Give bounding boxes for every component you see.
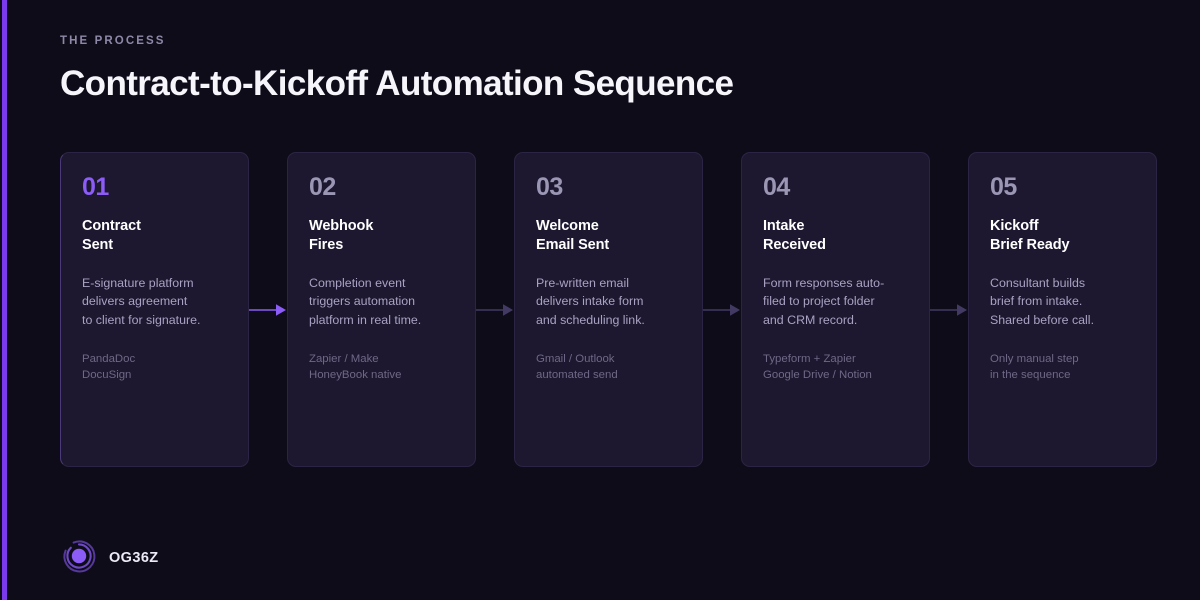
step-number: 03 [536,173,563,201]
page-title: Contract-to-Kickoff Automation Sequence [60,63,734,103]
step-tools: PandaDoc DocuSign [82,352,136,381]
step-description: Consultant builds brief from intake. Sha… [990,276,1095,327]
step-title: Webhook Fires [309,218,374,253]
step-tools: Gmail / Outlook automated send [536,352,618,381]
step-tools: Zapier / Make HoneyBook native [309,352,402,381]
step-description: Completion event triggers automation pla… [309,276,422,327]
step-number: 01 [82,173,109,201]
step-description: Pre-written email delivers intake form a… [536,276,645,327]
step-description: Form responses auto- filed to project fo… [763,276,885,327]
footer-logo: OG36Z [60,537,159,580]
eyebrow-label: THE PROCESS [60,35,166,47]
logo-wordmark: OG36Z [109,550,159,567]
arrow-3-to-4 [703,152,741,467]
step-number: 02 [309,173,336,201]
step-tools: Typeform + Zapier Google Drive / Notion [763,352,872,381]
step-number: 05 [990,173,1017,201]
step-tools: Only manual step in the sequence [990,352,1079,381]
left-edge-accent-bar [2,0,7,600]
step-description: E-signature platform delivers agreement … [82,276,201,327]
step-number: 04 [763,173,790,201]
header: THE PROCESS Contract-to-Kickoff Automati… [60,35,734,103]
step-title: Intake Received [763,218,826,253]
step-title: Contract Sent [82,218,141,253]
step-title: Kickoff Brief Ready [990,218,1070,253]
arrow-4-to-5 [930,152,968,467]
concentric-rings-logo-icon [60,537,98,580]
arrow-2-to-3 [476,152,514,467]
arrow-1-to-2 [249,152,287,467]
step-title: Welcome Email Sent [536,218,610,253]
